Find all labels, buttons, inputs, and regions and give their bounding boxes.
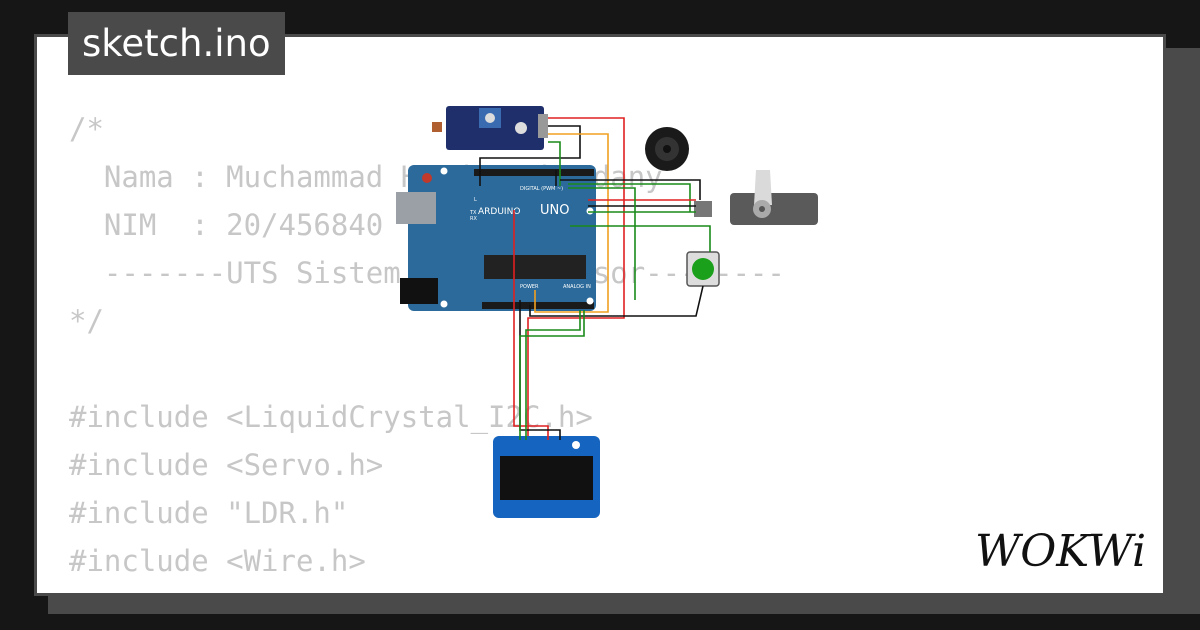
analog-header (482, 302, 594, 309)
servo-motor[interactable] (694, 170, 818, 225)
digital-label: DIGITAL (PWM ~) (520, 186, 563, 192)
code-line: #include "LDR.h" (69, 496, 349, 530)
power-jack (400, 278, 438, 304)
board-brand: ARDUINO (478, 207, 520, 217)
code-line: #include <LiquidCrystal_I2C.h> (69, 400, 593, 434)
wokwi-logo: WOKWi (975, 526, 1146, 576)
l-label: L (474, 197, 477, 203)
board-model: UNO (540, 203, 569, 218)
push-button[interactable] (686, 251, 720, 287)
power-label: POWER (520, 284, 539, 290)
digital-header (474, 169, 594, 176)
ldr-sensor-module[interactable] (432, 106, 548, 150)
photoresistor-icon (432, 122, 442, 132)
code-line: */ (69, 304, 104, 338)
usb-port (396, 192, 436, 224)
code-line: NIM : 20/456840 (69, 208, 384, 242)
arduino-uno-board[interactable]: ARDUINO UNO DIGITAL (PWM ~) POWER ANALOG… (396, 165, 596, 311)
code-line: #include <Wire.h> (69, 544, 366, 578)
code-line: /* (69, 112, 104, 146)
code-line: #include <Servo.h> (69, 448, 384, 482)
buzzer[interactable] (645, 127, 689, 171)
rx-label: RX (470, 216, 477, 222)
logo-text: WOKWi (975, 526, 1146, 576)
file-tab[interactable]: sketch.ino (68, 12, 285, 75)
atmega-chip (484, 255, 586, 279)
analog-label: ANALOG IN (563, 284, 591, 290)
tx-label: TX (469, 210, 477, 216)
wires (479, 117, 711, 440)
code-line: #include <Adafruit_SSD1306.h> (69, 585, 785, 593)
oled-display[interactable] (493, 436, 600, 518)
reset-button[interactable] (422, 173, 432, 183)
